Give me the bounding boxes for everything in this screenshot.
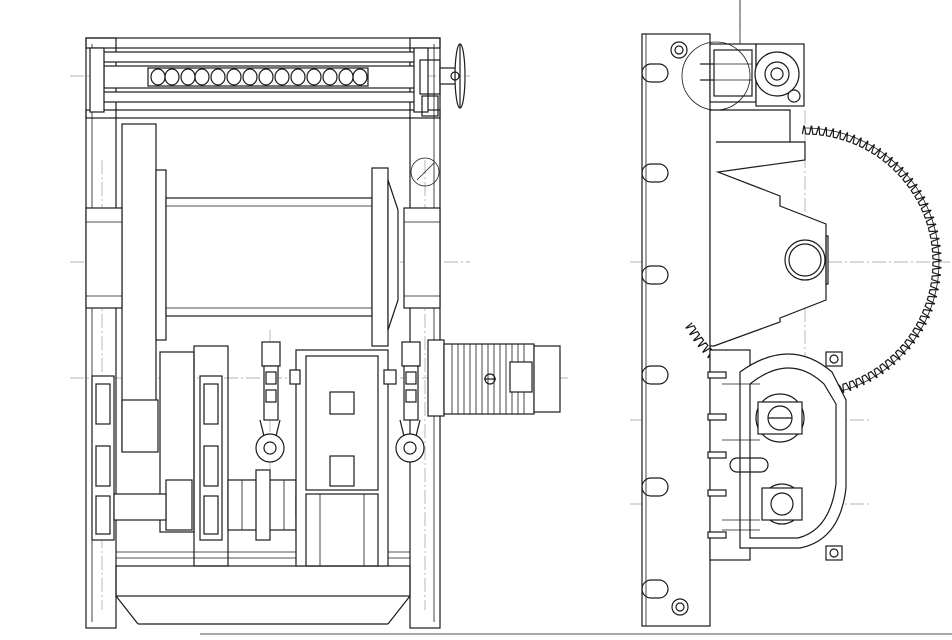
lower-gear-housing: [707, 349, 847, 561]
coupling: [227, 469, 311, 541]
drum-flange-right: [371, 157, 441, 347]
side-view: [200, 0, 952, 635]
handwheel-icon: [439, 43, 466, 109]
spooling-device-side: [681, 41, 805, 111]
lower-bearing-mid: [193, 345, 229, 567]
electric-motor-icon: [427, 339, 561, 417]
brake-icon: [255, 341, 425, 463]
gearbox: [289, 349, 397, 567]
drum-bracket: [709, 109, 829, 347]
spooling-device: [89, 43, 466, 117]
front-view: [70, 37, 570, 629]
spooling-balls: [150, 68, 368, 86]
winch-drum: [165, 197, 373, 317]
lower-bearing-left: [91, 351, 195, 541]
side-plate: [641, 33, 711, 627]
